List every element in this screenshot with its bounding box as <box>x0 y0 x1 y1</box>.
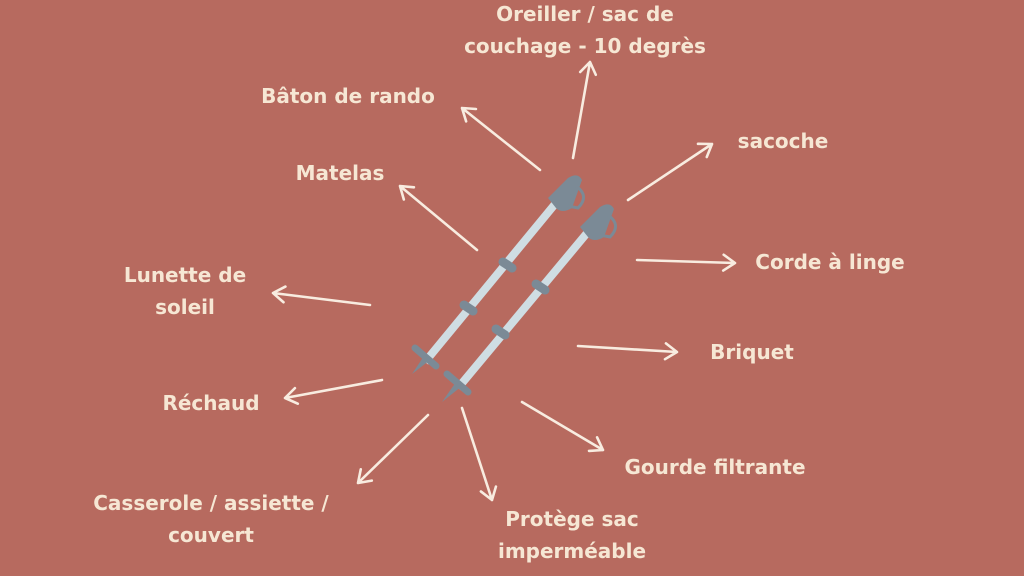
label-lunette: Lunette de soleil <box>124 259 246 323</box>
arrow-rechaud <box>283 378 384 405</box>
label-gourde: Gourde filtrante <box>624 455 806 479</box>
label-line: Oreiller / sac de <box>496 2 674 26</box>
arrow-corde <box>635 253 737 272</box>
label-line: couchage - 10 degrès <box>464 34 706 58</box>
label-line: imperméable <box>497 539 647 563</box>
label-sacoche: sacoche <box>737 129 829 153</box>
trekking-poles-icon <box>411 175 617 402</box>
arrow-briquet <box>576 342 679 361</box>
label-briquet: Briquet <box>710 340 794 364</box>
label-baton: Bâton de rando <box>261 84 435 108</box>
arrow-gourde <box>520 400 605 453</box>
arrow-baton <box>460 106 542 172</box>
label-line: soleil <box>155 295 215 319</box>
label-line: couvert <box>168 523 254 547</box>
label-oreiller: Oreiller / sac de couchage - 10 degrès <box>464 0 706 62</box>
arrow-matelas <box>398 184 479 252</box>
label-casserole: Casserole / assiette / couvert <box>93 487 328 551</box>
arrow-sacoche <box>626 142 714 202</box>
arrow-lunette <box>271 285 372 307</box>
arrow-oreiller <box>571 60 598 160</box>
label-protege: Protège sac imperméable <box>498 503 646 567</box>
pole-left <box>411 175 585 374</box>
label-rechaud: Réchaud <box>162 391 260 415</box>
label-line: Lunette de <box>123 263 247 287</box>
label-line: Protège sac <box>505 507 639 531</box>
label-corde: Corde à linge <box>755 250 905 274</box>
label-line: Casserole / assiette / <box>93 491 329 515</box>
arrows <box>271 60 737 502</box>
pole-right <box>442 204 617 402</box>
arrow-casserole <box>356 413 430 485</box>
arrow-protege <box>460 406 498 502</box>
label-matelas: Matelas <box>295 161 385 185</box>
